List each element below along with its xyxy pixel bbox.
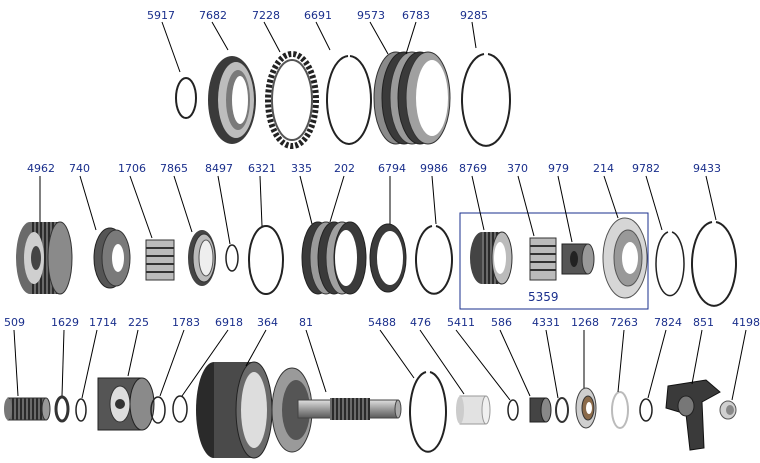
part-9285-snap-ring — [461, 53, 511, 147]
part-5488-snap-ring — [409, 371, 447, 453]
part-4198-nut — [719, 400, 737, 420]
label-7824: 7824 — [654, 316, 682, 329]
label-7228: 7228 — [252, 9, 280, 22]
part-9573-6783-clutch-pack — [373, 51, 451, 145]
label-1268: 1268 — [571, 316, 599, 329]
label-979: 979 — [548, 162, 569, 175]
part-4962-drum — [16, 221, 73, 295]
part-7682-clutch-hub — [208, 56, 256, 144]
label-9285: 9285 — [460, 9, 488, 22]
kit-box-5359-label: 5359 — [528, 290, 559, 304]
label-9573: 9573 — [357, 9, 385, 22]
label-81: 81 — [299, 316, 313, 329]
part-7228-toothed-plate — [265, 51, 319, 149]
label-9433: 9433 — [693, 162, 721, 175]
label-364: 364 — [257, 316, 278, 329]
label-6783: 6783 — [402, 9, 430, 22]
part-1629-washer — [54, 395, 70, 423]
part-1268-bearing — [575, 387, 597, 429]
label-509: 509 — [4, 316, 25, 329]
label-4198: 4198 — [732, 316, 760, 329]
part-509-splined-hub — [4, 397, 51, 421]
label-851: 851 — [693, 316, 714, 329]
part-7824-snap-ring — [639, 398, 653, 422]
label-9782: 9782 — [632, 162, 660, 175]
part-370-roller-bearing — [529, 237, 557, 281]
part-214-bearing-race — [602, 217, 648, 299]
label-7865: 7865 — [160, 162, 188, 175]
part-8497-snap-ring — [225, 244, 239, 272]
label-586: 586 — [491, 316, 512, 329]
part-335-202-clutch-pack — [301, 221, 367, 295]
label-7263: 7263 — [610, 316, 638, 329]
leader-lines — [13, 21, 747, 401]
part-8769-sprag-cage — [470, 231, 513, 285]
label-7682: 7682 — [199, 9, 227, 22]
part-7865-sprag — [188, 230, 216, 286]
part-81-output-shaft — [271, 367, 402, 453]
label-5411: 5411 — [447, 316, 475, 329]
part-7263-seal — [611, 391, 629, 429]
label-1714: 1714 — [89, 316, 117, 329]
part-1783-snap-ring — [150, 396, 166, 424]
label-6794: 6794 — [378, 162, 406, 175]
label-202: 202 — [334, 162, 355, 175]
label-476: 476 — [410, 316, 431, 329]
part-6794-friction-plate — [369, 223, 407, 293]
part-851-output-flange — [665, 379, 721, 451]
label-370: 370 — [507, 162, 528, 175]
part-6918-snap-ring — [172, 395, 188, 423]
label-9986: 9986 — [420, 162, 448, 175]
part-9782-snap-ring — [655, 231, 685, 297]
label-6321: 6321 — [248, 162, 276, 175]
part-740-thrust-washer — [93, 227, 131, 289]
part-1714-snap-ring — [75, 398, 87, 422]
label-8497: 8497 — [205, 162, 233, 175]
row1-labels: 5917 7682 7228 6691 9573 6783 9285 — [147, 9, 488, 22]
part-5411-snap-ring — [507, 399, 519, 421]
part-5917-snap-ring — [175, 77, 197, 119]
part-9986-snap-ring — [415, 225, 453, 295]
label-6691: 6691 — [304, 9, 332, 22]
label-214: 214 — [593, 162, 614, 175]
part-364-ring-gear — [196, 361, 273, 459]
label-1706: 1706 — [118, 162, 146, 175]
label-1629: 1629 — [51, 316, 79, 329]
label-4331: 4331 — [532, 316, 560, 329]
label-740: 740 — [69, 162, 90, 175]
part-1706-roller-bearing — [145, 239, 175, 281]
label-5488: 5488 — [368, 316, 396, 329]
label-1783: 1783 — [172, 316, 200, 329]
kit-box-5359 — [459, 212, 649, 310]
label-8769: 8769 — [459, 162, 487, 175]
part-979-one-way-clutch — [561, 243, 595, 275]
label-225: 225 — [128, 316, 149, 329]
part-6691-snap-ring — [326, 55, 372, 145]
part-476-speedo-gear — [456, 395, 491, 425]
part-4331-washer — [555, 397, 569, 423]
part-6321-snap-ring — [248, 225, 284, 295]
row2-labels: 4962 740 1706 7865 8497 6321 335 202 679… — [27, 162, 721, 175]
label-335: 335 — [291, 162, 312, 175]
part-586-bearing — [529, 397, 552, 423]
label-5917: 5917 — [147, 9, 175, 22]
part-9433-snap-ring — [691, 221, 737, 307]
label-6918: 6918 — [215, 316, 243, 329]
part-225-planetary-carrier — [97, 377, 155, 431]
label-4962: 4962 — [27, 162, 55, 175]
row3-labels: 509 1629 1714 225 1783 6918 364 81 5488 … — [4, 316, 760, 329]
